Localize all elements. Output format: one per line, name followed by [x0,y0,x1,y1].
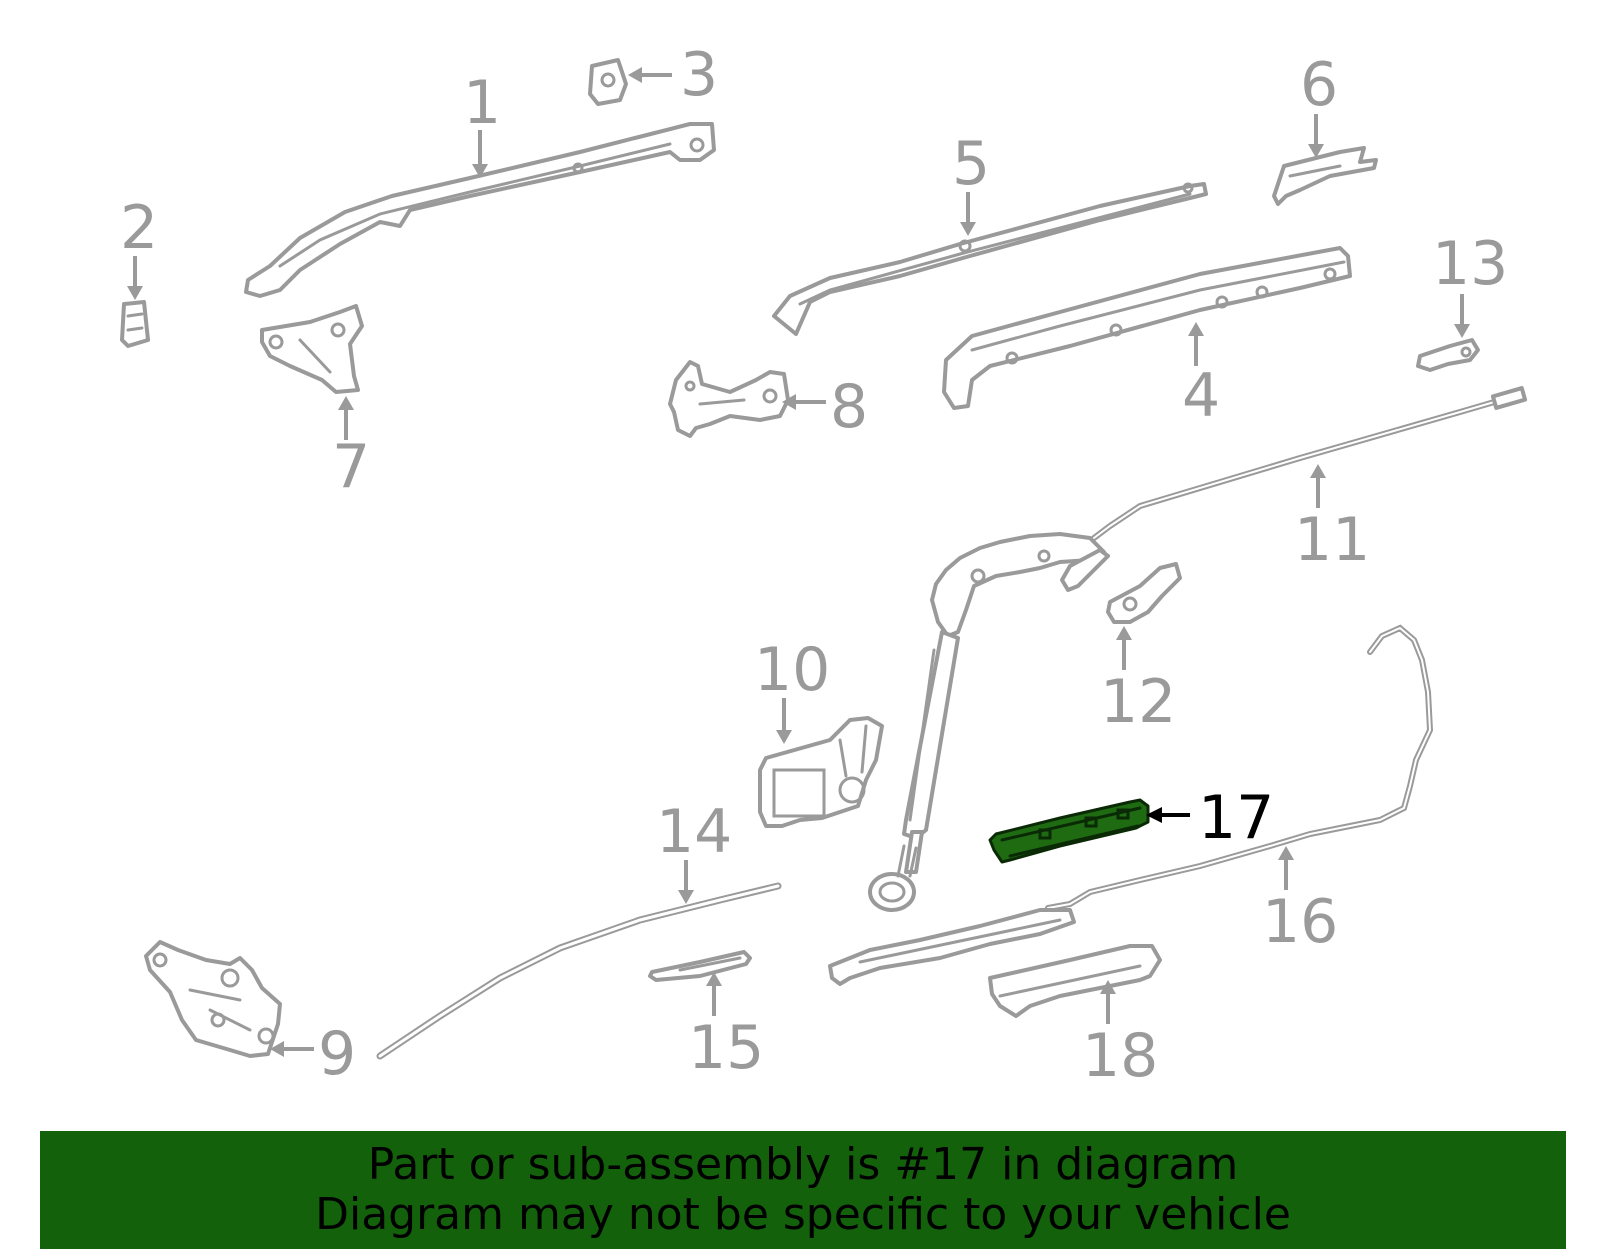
part-12[interactable] [1106,562,1182,624]
svg-text:9: 9 [318,1019,356,1089]
part-8[interactable] [668,360,790,438]
callout-13: 13 [1432,229,1508,338]
svg-text:13: 13 [1432,229,1508,299]
svg-text:4: 4 [1182,361,1220,431]
part-3[interactable] [588,58,628,106]
callout-1: 1 [463,68,501,178]
callout-2: 2 [120,193,158,300]
part-15[interactable] [648,950,752,982]
callout-10: 10 [754,635,830,744]
part-10[interactable] [758,716,884,828]
svg-text:12: 12 [1100,667,1176,737]
svg-text:15: 15 [688,1013,764,1083]
callout-7: 7 [332,396,370,502]
part-2[interactable] [120,300,150,348]
callout-8: 8 [782,372,868,442]
part-5[interactable] [772,182,1208,336]
svg-text:14: 14 [656,797,732,867]
part-9[interactable] [144,940,282,1058]
svg-text:11: 11 [1294,505,1370,575]
banner-line-2: Diagram may not be specific to your vehi… [315,1189,1291,1240]
part-13[interactable] [1416,338,1480,372]
svg-text:18: 18 [1082,1021,1158,1091]
part-1[interactable] [244,122,716,298]
part-18[interactable] [988,944,1162,1018]
callout-11: 11 [1294,464,1370,575]
svg-text:7: 7 [332,432,370,502]
callout-5: 5 [952,129,990,236]
svg-text:1: 1 [463,68,501,138]
callout-6: 6 [1300,50,1338,158]
part-14[interactable] [376,882,782,1060]
callout-12: 12 [1100,626,1176,737]
banner-line-1: Part or sub-assembly is #17 in diagram [367,1139,1239,1190]
svg-text:17: 17 [1198,783,1274,853]
part-6[interactable] [1272,146,1378,206]
part-7[interactable] [260,304,364,394]
info-banner: Part or sub-assembly is #17 in diagram D… [40,1131,1566,1249]
callout-15: 15 [688,972,764,1083]
svg-text:2: 2 [120,193,158,263]
svg-text:3: 3 [680,40,718,110]
svg-text:16: 16 [1262,887,1338,957]
part-16[interactable] [828,624,1434,986]
svg-text:10: 10 [754,635,830,705]
svg-text:8: 8 [830,372,868,442]
part-4[interactable] [942,246,1352,410]
part-11[interactable] [868,386,1528,912]
callout-3: 3 [628,40,718,110]
callout-4: 4 [1182,322,1220,431]
parts-diagram: 1 2 3 4 [120,40,1528,1091]
part-17[interactable] [988,798,1150,864]
svg-text:5: 5 [952,129,990,199]
callout-16: 16 [1262,846,1338,957]
callout-14: 14 [656,797,732,904]
callout-17: 17 [1146,783,1274,853]
callout-9: 9 [270,1019,356,1089]
svg-text:6: 6 [1300,50,1338,120]
callout-18: 18 [1082,980,1158,1091]
